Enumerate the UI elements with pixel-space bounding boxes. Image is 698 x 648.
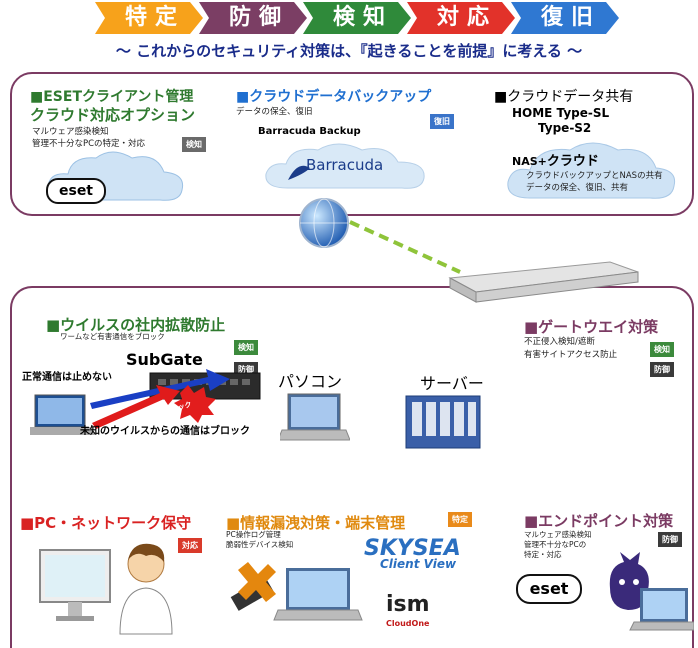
step-2-label: 防御 xyxy=(228,5,289,30)
eset-title-2: クラウド対応オプション xyxy=(30,106,196,124)
step-5-label: 復旧 xyxy=(540,5,601,30)
devil-laptop-illustration xyxy=(609,552,694,631)
leak-desc-1: PC操作ログ管理 xyxy=(226,530,281,539)
cross-icon xyxy=(238,562,276,602)
subtitle: ～ これからのセキュリティ対策は、『起きることを前提』に考える ～ xyxy=(115,42,583,60)
share-line2: Type-S2 xyxy=(538,121,592,135)
laptop-left-base xyxy=(30,427,96,435)
pc-laptop-icon xyxy=(280,393,350,441)
ism-logo: ism xyxy=(386,592,430,617)
step-4-label: 対応 xyxy=(436,5,497,30)
endpoint-eset-logo: eset xyxy=(516,574,582,604)
share-line3-nas: NAS+ xyxy=(512,155,547,168)
endpoint-desc-3: 特定・対応 xyxy=(524,550,562,559)
share-line1: HOME Type-SL xyxy=(512,106,610,120)
pc-maint-tag: 対応 xyxy=(178,538,202,553)
gateway-tag-defend: 防御 xyxy=(650,362,674,377)
share-line3: NAS+クラウド xyxy=(512,150,599,169)
server-icon xyxy=(405,395,481,449)
pc-label: パソコン xyxy=(278,372,343,391)
endpoint-tag: 防御 xyxy=(658,532,682,547)
gateway-desc-2: 有害サイトアクセス防止 xyxy=(524,350,618,360)
skysea-logo-sub: Client View xyxy=(380,557,457,571)
step-arrow-5 xyxy=(511,2,619,34)
leak-tag: 特定 xyxy=(448,512,472,527)
share-desc-2: データの保全、復旧、共有 xyxy=(526,183,629,193)
endpoint-title: ■エンドポイント対策 xyxy=(524,512,674,530)
backup-title: ■クラウドデータバックアップ xyxy=(236,89,432,105)
step-arrow-3 xyxy=(303,2,411,34)
step-arrow-2 xyxy=(199,2,307,34)
ism-logo-sub: CloudOne xyxy=(386,619,430,628)
backup-product: Barracuda Backup xyxy=(258,126,361,137)
unknown-virus-label: 未知のウイルスからの通信はブロック xyxy=(80,426,250,437)
step-arrow-4 xyxy=(407,2,515,34)
step-arrows xyxy=(95,2,619,34)
technician-illustration xyxy=(39,543,173,635)
gateway-desc-1: 不正侵入検知/遮断 xyxy=(524,337,595,347)
backup-desc: データの保全、復旧 xyxy=(236,107,313,117)
usb-laptop-illustration xyxy=(230,562,363,621)
share-title: ■クラウドデータ共有 xyxy=(494,89,634,105)
skysea-logo: SKYSEA xyxy=(364,536,461,561)
step-1-label: 特定 xyxy=(124,5,185,30)
share-desc-1: クラウドバックアップとNASの共有 xyxy=(526,171,663,181)
eset-desc-1: マルウェア感染検知 xyxy=(32,127,109,137)
gateway-tag-detect: 検知 xyxy=(650,342,674,357)
virus-subtitle: ワームなど有害通信をブロック xyxy=(60,332,165,341)
normal-traffic-label: 正常通信は止めない xyxy=(22,372,112,383)
backup-tag: 復旧 xyxy=(430,114,454,129)
eset-title-1: ■ESETクライアント管理 xyxy=(30,89,194,105)
step-3-label: 検知 xyxy=(332,5,393,30)
share-line3-cloud: クラウド xyxy=(546,154,599,169)
router-icon xyxy=(448,261,639,303)
subgate-label: SubGate xyxy=(126,350,203,369)
endpoint-desc-2: 管理不十分なPCの xyxy=(524,540,587,549)
endpoint-desc-1: マルウェア感染検知 xyxy=(524,530,592,539)
eset-logo: eset xyxy=(46,178,106,204)
gateway-title: ■ゲートウエイ対策 xyxy=(524,318,659,336)
leak-desc-2: 脆弱性デバイス検知 xyxy=(226,540,294,549)
block-burst xyxy=(174,385,216,423)
barracuda-cloud-icon xyxy=(265,143,425,189)
barracuda-logo: Barracuda xyxy=(306,156,384,174)
server-label: サーバー xyxy=(420,374,484,393)
pc-maint-title: ■PC・ネットワーク保守 xyxy=(20,514,192,532)
virus-title: ■ウイルスの社内拡散防止 xyxy=(46,316,226,334)
step-arrow-1 xyxy=(95,2,203,34)
virus-tag-detect: 検知 xyxy=(234,340,258,355)
blocked-traffic-arrow xyxy=(92,385,180,429)
globe-router-line xyxy=(349,220,461,274)
eset-desc-2: 管理不十分なPCの特定・対応 xyxy=(32,139,146,149)
leak-title: ■情報漏洩対策・端末管理 xyxy=(226,514,406,532)
eset-tag: 検知 xyxy=(182,137,206,152)
globe-icon xyxy=(299,198,349,248)
subgate-diagram xyxy=(30,369,261,435)
share-cloud-icon xyxy=(507,142,676,199)
devil-icon xyxy=(609,552,649,610)
